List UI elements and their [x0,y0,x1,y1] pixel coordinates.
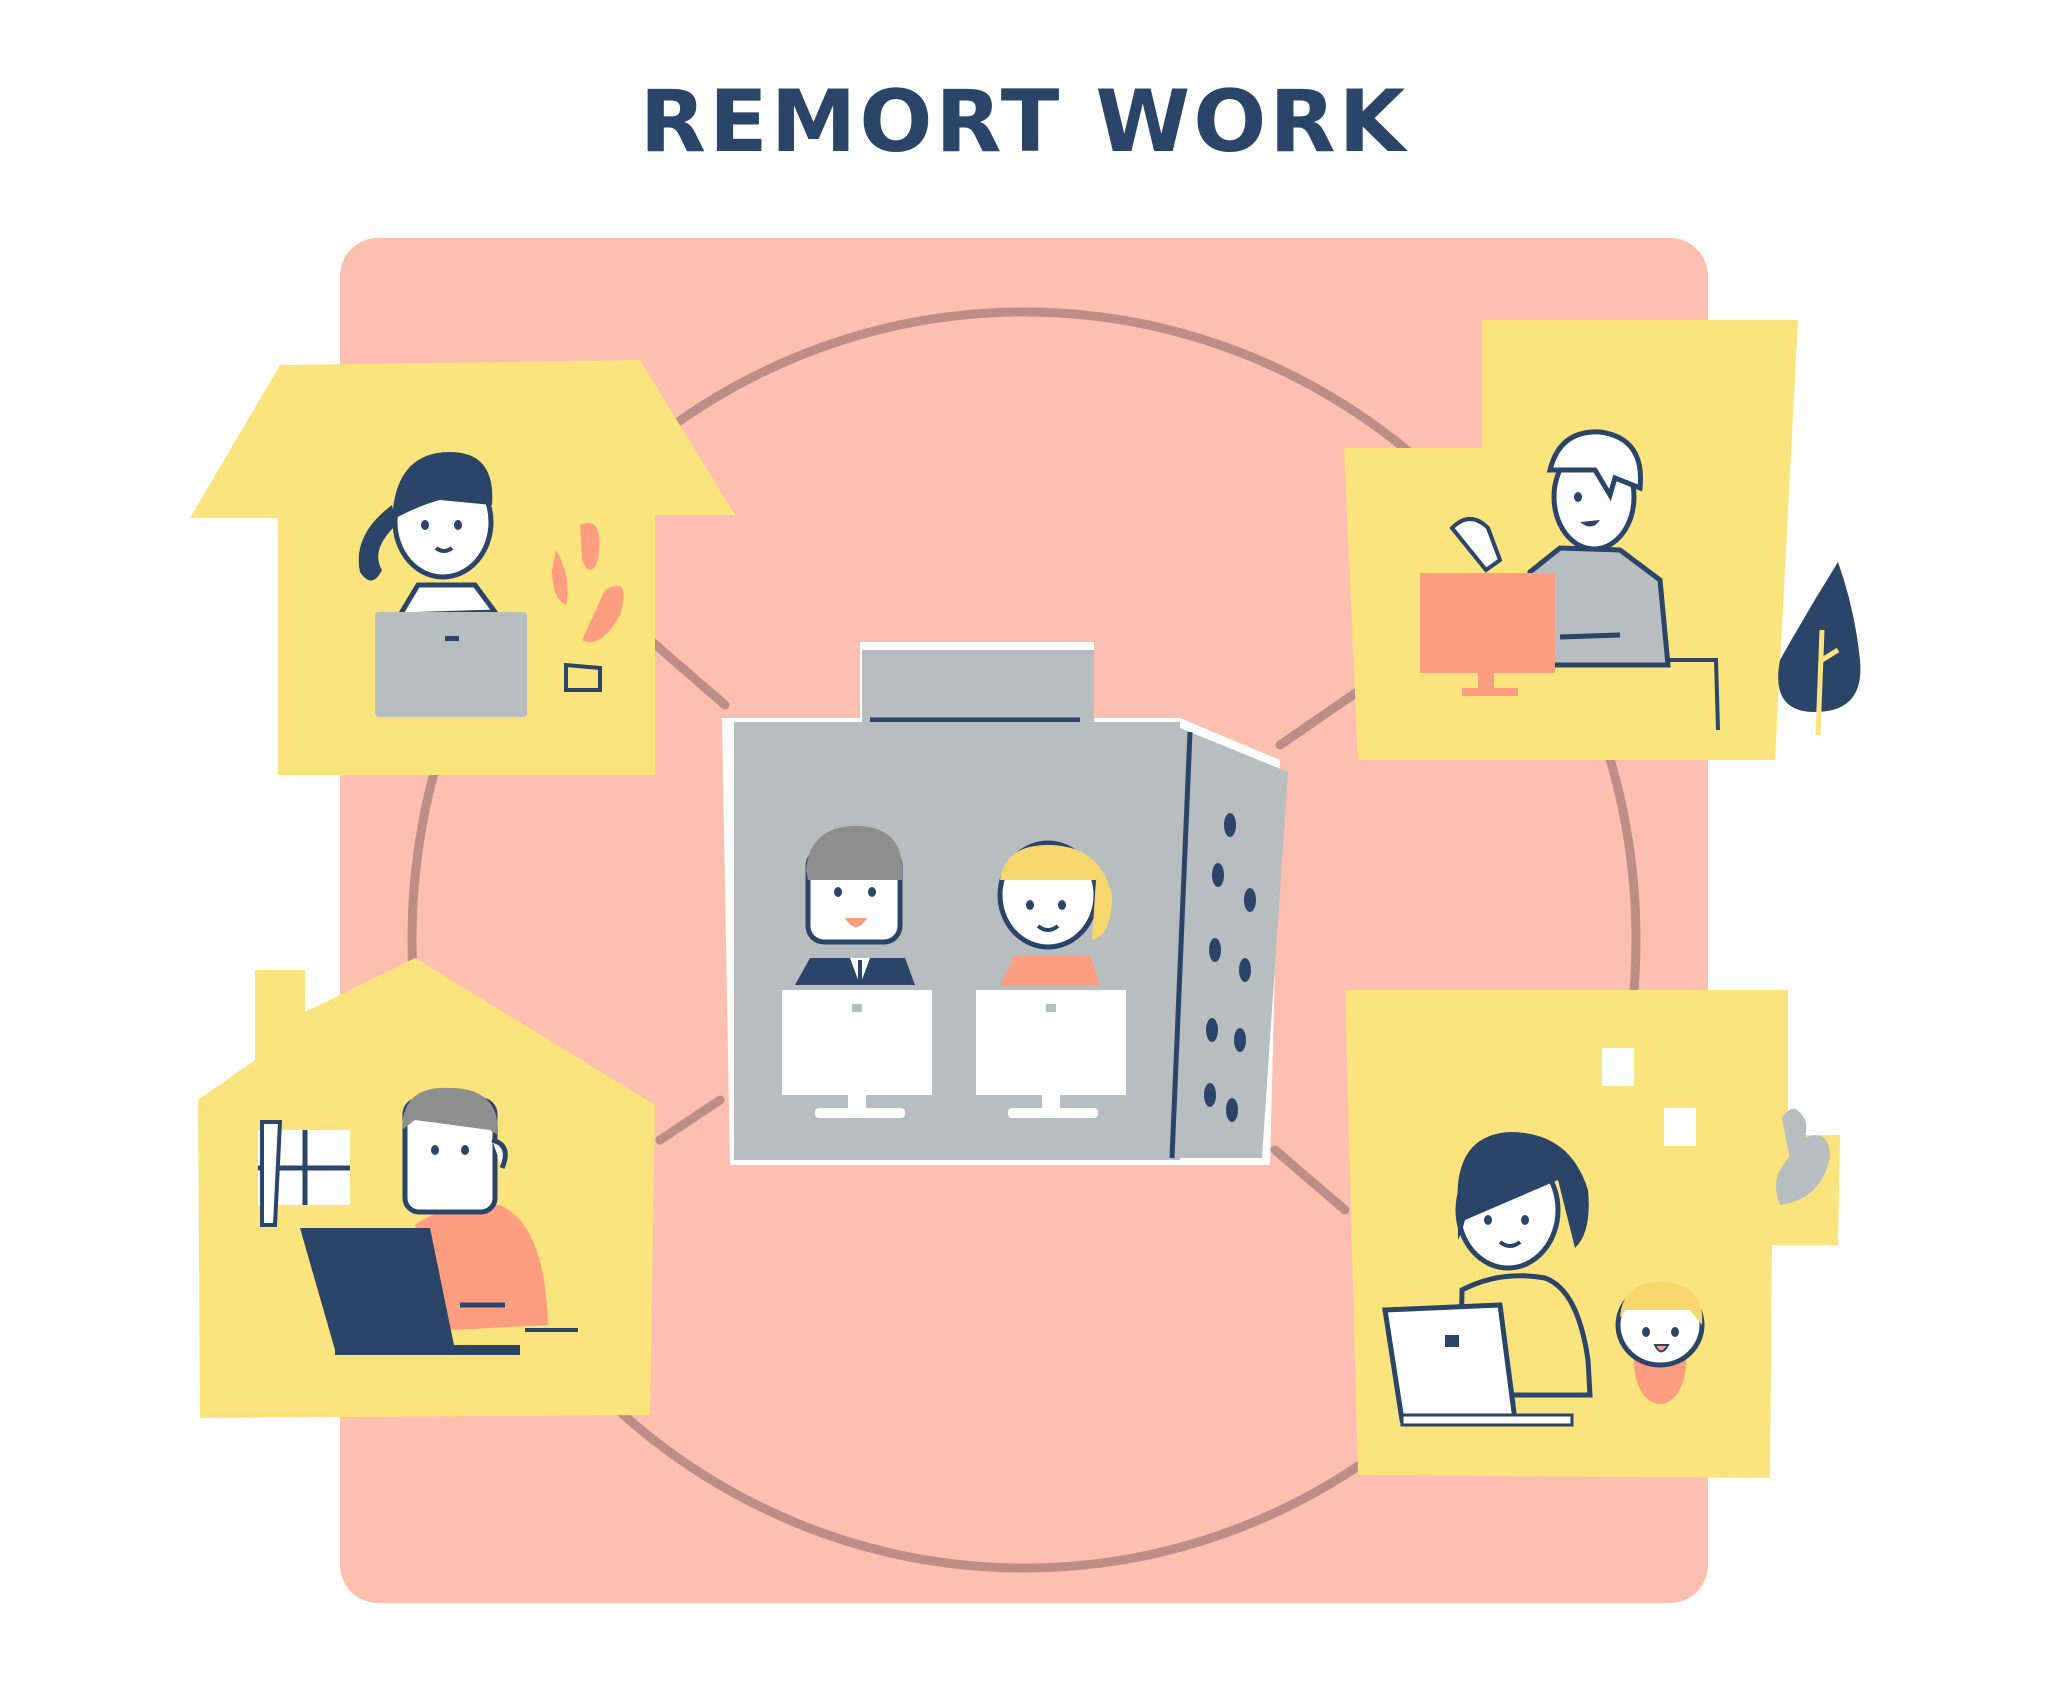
house-bottom-left [198,958,655,1418]
office-woman [997,840,1112,985]
wall-frame-icon [1664,1108,1696,1146]
office-monitor-right [976,990,1126,1118]
monitor-icon [1420,573,1555,673]
child [1615,1282,1705,1404]
laptop-icon [1382,1302,1518,1423]
office-building [722,642,1288,1165]
room-bottom-right [1345,990,1840,1478]
page-title: REMORT WORK [639,72,1409,172]
laptop-icon [300,1228,455,1350]
connection-ring [407,307,1641,1573]
window-icon [258,1120,350,1227]
tree-icon [1778,562,1861,736]
office-man [795,826,915,985]
plant-icon [552,523,624,643]
connector-lines [645,635,1365,1215]
house-top-left [190,360,735,775]
wall-frame-icon [1602,1048,1634,1086]
building-windows [1204,813,1256,1122]
laptop-icon [375,612,527,717]
office-monitor-left [782,990,932,1118]
plant-icon [1776,1108,1830,1205]
room-top-right [1344,320,1861,760]
